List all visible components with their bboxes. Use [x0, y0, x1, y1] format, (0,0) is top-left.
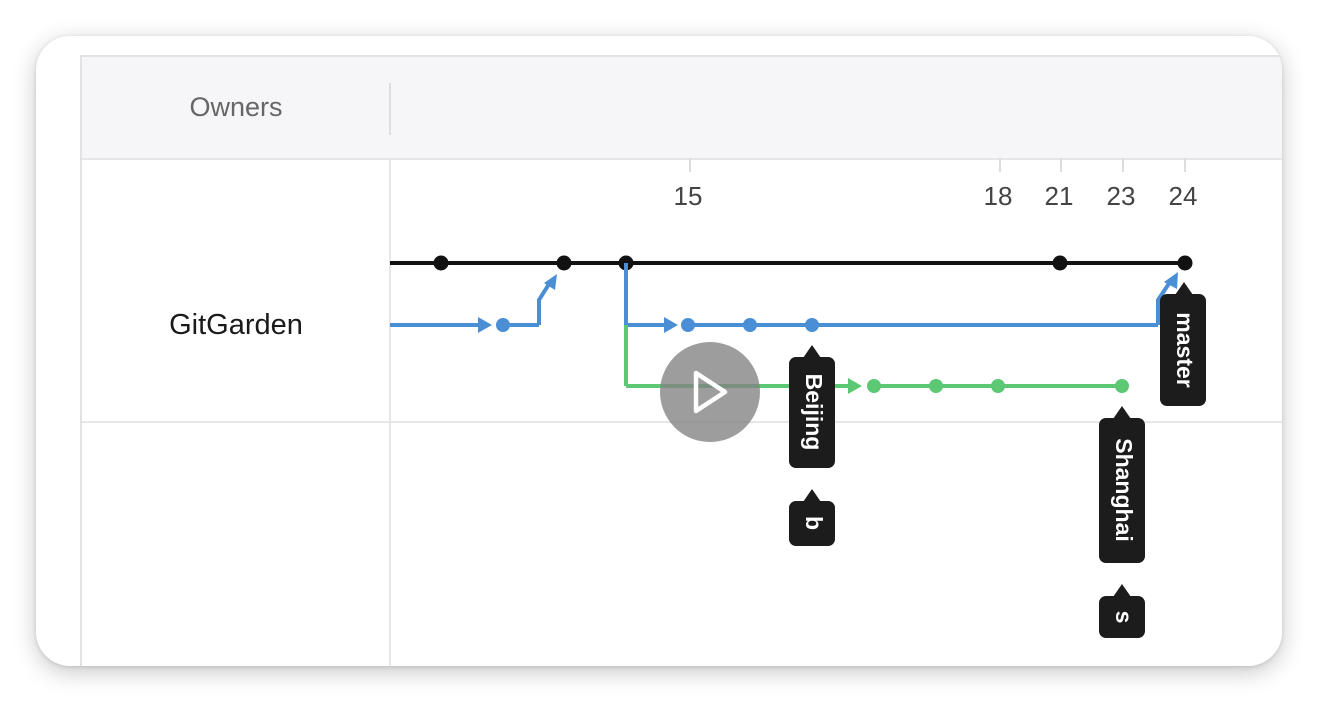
beijing-commit[interactable] [496, 318, 510, 332]
beijing-commit[interactable] [743, 318, 757, 332]
tick-label-15: 15 [674, 181, 703, 211]
beijing-branch-tag[interactable]: Beijing [789, 345, 835, 468]
master-commit[interactable] [433, 255, 449, 271]
beijing-commit[interactable] [805, 318, 819, 332]
shanghai-commit[interactable] [991, 379, 1005, 393]
master-branch-line [390, 255, 1193, 271]
tick-label-18: 18 [984, 181, 1013, 211]
beijing-branch-line [390, 263, 1172, 327]
master-branch-tag[interactable]: master [1160, 282, 1206, 406]
shanghai-commit[interactable] [1115, 379, 1129, 393]
master-commit[interactable] [1177, 255, 1193, 271]
tick-label-21: 21 [1045, 181, 1074, 211]
timeline-ticks [689, 158, 1186, 172]
shanghai-tag-label: Shanghai [1111, 438, 1137, 542]
owners-column-header: Owners [189, 92, 283, 122]
repo-name: GitGarden [169, 308, 303, 341]
shanghai-branch-tag[interactable]: Shanghai [1099, 406, 1145, 563]
master-commit[interactable] [1052, 255, 1068, 271]
b-tag-label: b [801, 516, 827, 530]
column-divider [389, 160, 391, 666]
play-button[interactable] [660, 342, 760, 442]
table-header: Owners [82, 57, 1282, 160]
shanghai-arrow [848, 378, 862, 394]
play-icon [693, 370, 728, 414]
b-tag[interactable]: b [789, 489, 835, 546]
beijing-commit[interactable] [681, 318, 695, 332]
header-divider [389, 83, 391, 135]
tick-label-24: 24 [1169, 181, 1198, 211]
shanghai-commit[interactable] [867, 379, 881, 393]
s-tag-label: s [1111, 611, 1137, 624]
shanghai-commit[interactable] [929, 379, 943, 393]
master-commit[interactable] [556, 255, 572, 271]
tick-label-23: 23 [1107, 181, 1136, 211]
s-tag[interactable]: s [1099, 584, 1145, 638]
beijing-arrows [478, 272, 1178, 333]
beijing-tag-label: Beijing [801, 374, 827, 451]
master-tag-label: master [1172, 312, 1198, 387]
